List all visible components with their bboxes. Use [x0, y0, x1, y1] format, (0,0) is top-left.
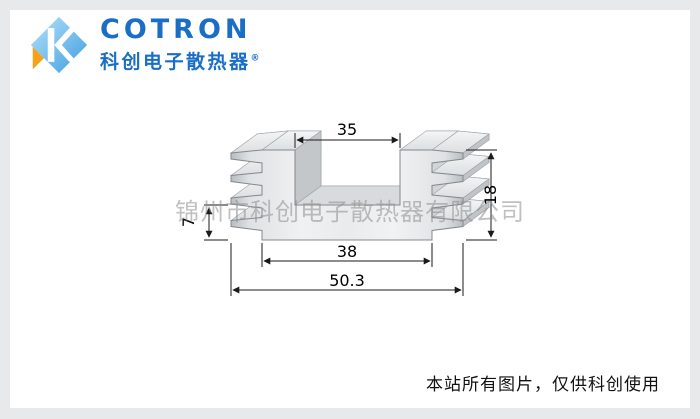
- logo-k-arms: [54, 28, 77, 62]
- usage-notice: 本站所有图片，仅供科创使用: [426, 375, 660, 395]
- heatsink-front-profile: [230, 149, 464, 241]
- dimension-lines: [204, 133, 497, 296]
- brand-name: COTRON: [100, 13, 252, 45]
- dim-top-inner-width: 35: [337, 120, 357, 139]
- cotron-logo-icon: [30, 16, 88, 74]
- dim-overall-width: 50.3: [329, 271, 365, 290]
- dim-overall-height: 18: [481, 185, 500, 205]
- logo-text: COTRON 科创电子散热器®: [100, 13, 260, 74]
- brand-cn-text: 科创电子散热器: [100, 51, 251, 74]
- logo-orange-triangle: [32, 46, 44, 70]
- registered-mark: ®: [250, 53, 260, 64]
- logo: COTRON 科创电子散热器®: [28, 15, 260, 75]
- logo-k-stem: [47, 28, 55, 62]
- channel-interior: [294, 130, 427, 206]
- dim-fin-section-height: 7: [179, 217, 198, 227]
- dim-base-width: 38: [337, 242, 357, 261]
- brand-name-cn: 科创电子散热器®: [100, 47, 260, 74]
